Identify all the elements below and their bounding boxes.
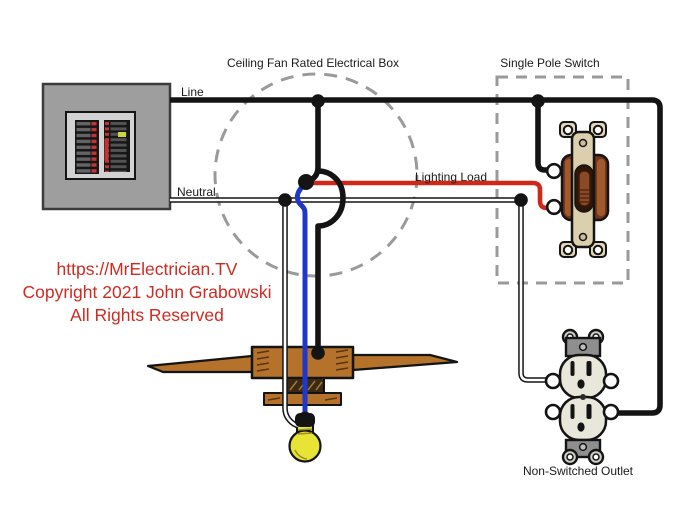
switch-feed-wire [535, 101, 551, 173]
fan-blade-left [146, 354, 254, 374]
fan-hot-wire-loop [315, 168, 346, 351]
outlet-face-top [558, 353, 608, 400]
switch-box-dashed-outline [495, 75, 630, 285]
breaker-column-right [104, 120, 130, 172]
switch-terminal-top [545, 162, 563, 180]
outlet-screw-bottom [578, 442, 588, 452]
neutral-label: Neutral [177, 185, 216, 199]
neutral-wire [170, 197, 550, 429]
wire-junction-dots [278, 94, 545, 360]
lighting-load-wire [306, 180, 552, 211]
outlet-center-screw [580, 394, 586, 400]
wood-grain-marks [256, 349, 349, 372]
light-bulb [288, 423, 322, 463]
watermark: https://MrElectrician.TV Copyright 2021 … [22, 259, 271, 325]
duplex-outlet [544, 328, 620, 466]
outlet-screw-top [578, 342, 588, 352]
junction-dot-red-blue-splice [298, 174, 314, 190]
junction-dot-neutral-corner [514, 193, 528, 207]
lighting-load-label: Lighting Load [415, 170, 487, 184]
single-pole-switch [545, 121, 610, 258]
watermark-line-2: Copyright 2021 John Grabowski [22, 282, 271, 302]
outlet-terminal-top-left [544, 372, 562, 390]
panel-indicator-light [118, 132, 126, 137]
switch-terminal-bottom [545, 198, 563, 216]
line-label: Line [181, 85, 204, 99]
junction-dot-neutral-branch [278, 193, 292, 207]
breaker-panel [41, 82, 172, 211]
switch-mounting-ears [559, 121, 607, 258]
outlet-terminal-top-right [602, 372, 620, 390]
watermark-line-3: All Rights Reserved [70, 305, 224, 325]
toggle-handle [578, 170, 591, 207]
switch-screw-bottom [578, 232, 588, 242]
ceiling-box-label: Ceiling Fan Rated Electrical Box [227, 56, 399, 70]
outlet-label: Non-Switched Outlet [523, 464, 634, 478]
outlet-terminal-bottom-left [544, 403, 562, 421]
bulb-socket [295, 411, 315, 427]
breaker-column-left [75, 120, 99, 174]
watermark-line-1: https://MrElectrician.TV [57, 259, 238, 279]
ceiling-feed-wire [305, 101, 321, 185]
switch-screw-top [578, 138, 588, 148]
switch-body-highlight [597, 159, 605, 216]
outlet-terminal-bottom-right [602, 403, 620, 421]
bulb-threads [294, 428, 313, 460]
outlet-bottom-ears [561, 448, 605, 466]
junction-dot-line-ceiling [311, 94, 325, 108]
line-main-run [170, 97, 663, 416]
outlet-slots [570, 361, 592, 432]
junction-dot-fan-hot [311, 346, 325, 360]
toggle-ribs [580, 189, 589, 203]
fan-blade-right [351, 353, 459, 372]
outlet-face-bottom [558, 395, 608, 442]
bar-grain-marks [267, 397, 338, 401]
light-kit-wire [294, 181, 308, 417]
junction-dot-line-switch [531, 94, 545, 108]
switch-box-label: Single Pole Switch [500, 56, 599, 70]
